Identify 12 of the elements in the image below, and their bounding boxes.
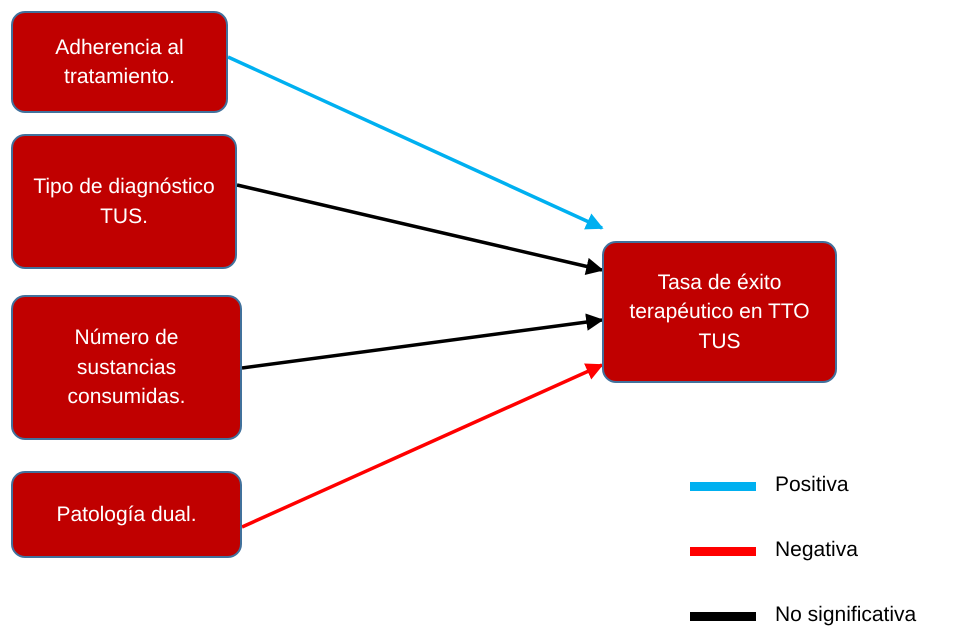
factor-box: Tasa de éxito terapéutico en TTO TUS: [602, 241, 837, 383]
factor-box: Número de sustancias consumidas.: [11, 295, 242, 440]
legend-label: Negativa: [775, 538, 858, 562]
factor-box: Patología dual.: [11, 471, 242, 558]
legend-label: No significativa: [775, 603, 916, 627]
arrow: [241, 363, 604, 529]
arrow: [236, 183, 604, 275]
arrow: [227, 55, 604, 230]
factor-box: Tipo de diagnóstico TUS.: [11, 134, 237, 269]
legend-label: Positiva: [775, 473, 849, 497]
factor-box: Adherencia al tratamiento.: [11, 11, 228, 113]
arrow: [242, 313, 604, 370]
